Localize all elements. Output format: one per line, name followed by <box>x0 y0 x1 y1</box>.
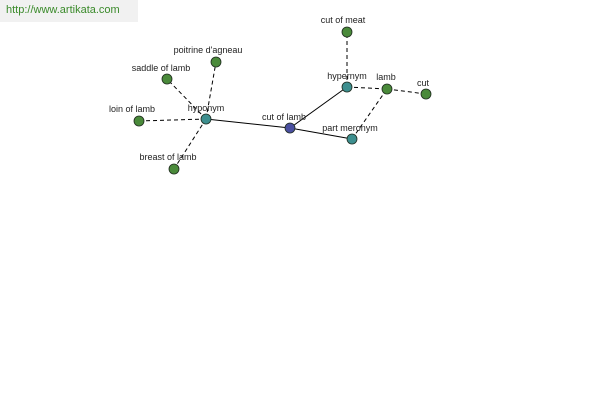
label-cut-of-lamb[interactable]: cut of lamb <box>262 112 306 122</box>
nodes-layer <box>133 26 432 175</box>
edges-layer <box>138 32 427 170</box>
label-cut-of-meat[interactable]: cut of meat <box>321 15 366 25</box>
label-hyponym[interactable]: hyponym <box>188 103 225 113</box>
edge-hyponym-to-breast-of-lamb <box>173 118 207 170</box>
label-poitrine-dagneau[interactable]: poitrine d'agneau <box>174 45 243 55</box>
edge-hyponym-to-loin-of-lamb <box>138 118 207 122</box>
url-link[interactable]: http://www.artikata.com <box>6 4 120 16</box>
edge-part-meronym-to-lamb <box>351 88 388 140</box>
node-saddle-of-lamb[interactable] <box>161 73 173 85</box>
labels-layer: cut of lamb hyponym hypernym part meronym po… <box>109 15 430 162</box>
label-part-meronym[interactable]: part meronym <box>322 123 378 133</box>
node-breast-of-lamb[interactable] <box>168 163 180 175</box>
node-cut-of-lamb[interactable] <box>284 122 296 134</box>
edge-lamb-to-cut <box>386 88 427 95</box>
label-cut[interactable]: cut <box>417 78 430 88</box>
edge-cut-of-lamb-to-hyponym <box>205 118 291 129</box>
node-hyponym[interactable] <box>200 113 212 125</box>
node-loin-of-lamb[interactable] <box>133 115 145 127</box>
label-saddle-of-lamb[interactable]: saddle of lamb <box>132 63 191 73</box>
label-breast-of-lamb[interactable]: breast of lamb <box>139 152 196 162</box>
node-hypernym[interactable] <box>341 81 353 93</box>
edge-hyponym-to-saddle-of-lamb <box>166 78 207 120</box>
edge-cut-of-lamb-to-part-meronym <box>289 127 353 140</box>
edge-cut-of-lamb-to-hypernym <box>289 86 348 129</box>
node-lamb[interactable] <box>381 83 393 95</box>
label-hypernym[interactable]: hypernym <box>327 71 367 81</box>
node-part-meronym[interactable] <box>346 133 358 145</box>
node-cut[interactable] <box>420 88 432 100</box>
label-loin-of-lamb[interactable]: loin of lamb <box>109 104 155 114</box>
edge-hyponym-to-poitrine-dagneau <box>205 61 217 120</box>
node-poitrine-dagneau[interactable] <box>210 56 222 68</box>
label-lamb[interactable]: lamb <box>376 72 396 82</box>
url-banner[interactable]: http://www.artikata.com <box>0 0 138 22</box>
node-cut-of-meat[interactable] <box>341 26 353 38</box>
edge-hypernym-to-lamb <box>346 86 388 90</box>
